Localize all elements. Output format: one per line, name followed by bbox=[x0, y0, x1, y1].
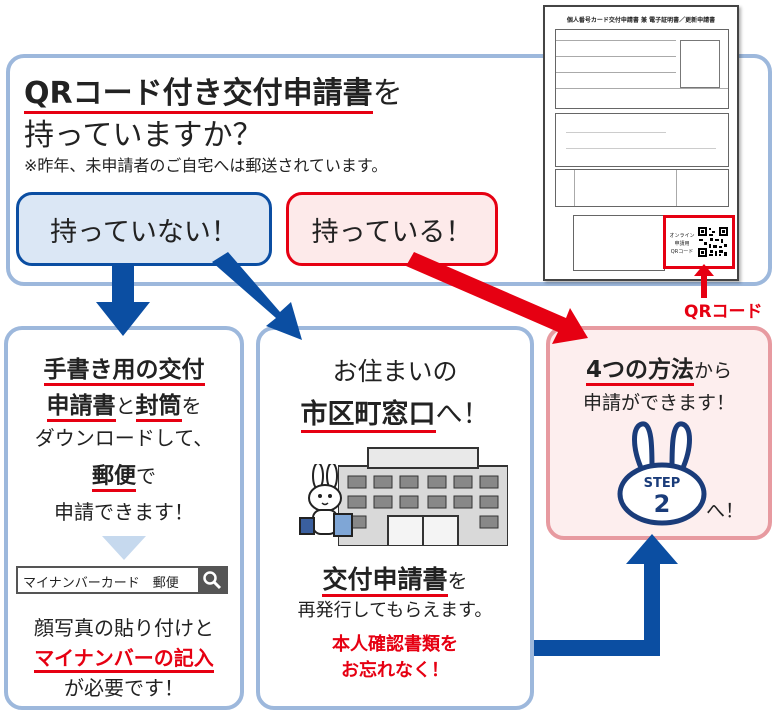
form-title: 個人番号カード交付申請書 兼 電子証明書／更新申請書 bbox=[566, 17, 716, 24]
mail-line3: ダウンロードして、 bbox=[34, 426, 214, 450]
form-qr-label-1: オンライン bbox=[669, 233, 695, 239]
application-form-image: 個人番号カード交付申請書 兼 電子証明書／更新申請書 オンライン 申請用 QRコ… bbox=[543, 5, 739, 281]
rabbit-mascot-icon bbox=[299, 464, 353, 537]
mail-line5: 申請できます！ bbox=[54, 500, 194, 524]
mail-line2-suffix: を bbox=[181, 394, 202, 418]
form-qr-box: オンライン 申請用 QRコード bbox=[663, 215, 735, 269]
counter-line3-suffix: を bbox=[447, 569, 468, 593]
mail-line2-highlight: 申請書 bbox=[46, 393, 116, 422]
mail-footer1: 顔写真の貼り付けと bbox=[34, 616, 214, 640]
mail-footer2-text: マイナンバーの記入 bbox=[34, 646, 214, 673]
counter-line2-suffix: へ！ bbox=[435, 399, 490, 430]
form-photo-box bbox=[680, 40, 720, 88]
qr-pointer-arrow bbox=[694, 264, 714, 298]
answer-yes-button[interactable]: 持っている！ bbox=[286, 192, 498, 266]
mail-line4: 郵便で bbox=[10, 458, 238, 492]
question-line2: 持っていますか？ bbox=[24, 118, 263, 153]
mail-line4-highlight: 郵便 bbox=[91, 464, 136, 492]
search-icon bbox=[203, 571, 222, 590]
search-box[interactable]: マイナンバーカード 郵便 bbox=[16, 566, 228, 594]
mail-line1: 手書き用の交付 bbox=[10, 350, 238, 386]
question-line1: QRコード付き交付申請書を bbox=[24, 68, 403, 114]
mail-line1-highlight: 手書き用の交付 bbox=[43, 357, 205, 386]
form-bottom-box bbox=[573, 215, 665, 271]
question-suffix: を bbox=[372, 76, 403, 111]
counter-line3-highlight: 交付申請書 bbox=[322, 565, 448, 597]
methods-line1: 4つの方法から bbox=[552, 350, 766, 386]
step-number: 2 bbox=[653, 490, 671, 518]
counter-warn2: お忘れなく！ bbox=[341, 660, 449, 681]
step-rabbit-badge-icon bbox=[617, 421, 707, 526]
counter-line3: 交付申請書を bbox=[262, 560, 528, 597]
counter-line2-highlight: 市区町窓口 bbox=[300, 399, 436, 433]
counter-line1: お住まいの bbox=[332, 357, 458, 386]
answer-no-label: 持っていない！ bbox=[50, 216, 238, 248]
question-highlight: QRコード付き交付申請書 bbox=[24, 76, 373, 114]
counter-line2: 市区町窓口へ！ bbox=[262, 392, 528, 433]
step-word: STEP bbox=[643, 476, 681, 491]
counter-line4: 再発行してもらえます。 bbox=[297, 600, 493, 621]
methods-line2: 申請ができます！ bbox=[582, 392, 735, 414]
mail-footer2: マイナンバーの記入 bbox=[10, 642, 238, 673]
form-qr-label-3: QRコード bbox=[670, 249, 694, 255]
form-lower-table bbox=[555, 169, 729, 207]
city-hall-building-icon bbox=[338, 447, 508, 546]
form-upper-table bbox=[555, 29, 729, 109]
question-note: ※昨年、未申請者のご自宅へは郵送されています。 bbox=[24, 156, 388, 175]
down-triangle-icon bbox=[102, 536, 146, 560]
form-qr-label-2: 申請用 bbox=[674, 241, 690, 247]
mail-line2-mid: と bbox=[115, 394, 136, 418]
methods-line1-highlight: 4つの方法 bbox=[585, 357, 694, 386]
answer-yes-label: 持っている！ bbox=[311, 216, 473, 248]
search-button[interactable] bbox=[198, 568, 226, 592]
counter-warn1: 本人確認書類を bbox=[332, 634, 458, 655]
form-middle-table bbox=[555, 113, 729, 167]
qr-code-icon bbox=[698, 227, 728, 257]
answer-no-button[interactable]: 持っていない！ bbox=[16, 192, 272, 266]
qr-label: QRコード bbox=[684, 302, 763, 322]
step-suffix: へ！ bbox=[706, 500, 745, 522]
search-text: マイナンバーカード 郵便 bbox=[23, 576, 179, 591]
mail-line4-suffix: で bbox=[136, 464, 156, 488]
arrow-counter-to-methods bbox=[534, 534, 678, 656]
methods-line1-suffix: から bbox=[694, 360, 733, 382]
mail-footer3: が必要です！ bbox=[64, 676, 184, 700]
mail-line2: 申請書と封筒を bbox=[10, 386, 238, 422]
mail-line2-highlight2: 封筒 bbox=[135, 393, 182, 422]
